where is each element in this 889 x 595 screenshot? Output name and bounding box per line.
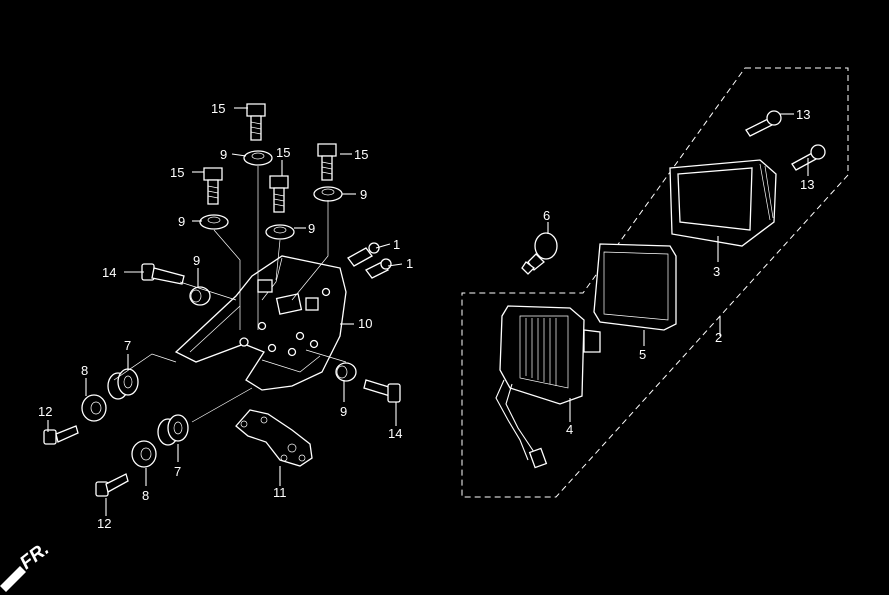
screw-13-upper (745, 110, 782, 137)
callout-15: 15 (354, 147, 368, 162)
callout-12: 12 (38, 404, 52, 419)
callout-9: 9 (360, 187, 367, 202)
callout-7: 7 (174, 464, 181, 479)
collar-9-d (265, 224, 295, 240)
callout-10: 10 (358, 316, 372, 331)
callout-12: 12 (97, 516, 111, 531)
callout-11: 11 (273, 485, 287, 500)
collar-9-e (189, 286, 211, 306)
lamp-assembly-boundary (461, 67, 849, 498)
bolt-14-left (141, 263, 185, 285)
arrow-icon (0, 566, 26, 592)
callout-1: 1 (406, 256, 413, 271)
bolt-15-mid (269, 175, 289, 213)
bolt-15-right (317, 143, 337, 181)
license-plate-bracket (235, 409, 313, 467)
callout-7: 7 (124, 338, 131, 353)
collar-9-a (243, 150, 273, 166)
callout-14: 14 (388, 426, 402, 441)
callout-9: 9 (308, 221, 315, 236)
leader-lines (47, 107, 809, 516)
lamp-unit-4 (495, 305, 601, 469)
screw-13-lower (791, 144, 826, 171)
callout-14: 14 (102, 265, 116, 280)
callout-3: 3 (713, 264, 720, 279)
mounting-bracket (174, 255, 347, 391)
callout-1: 1 (393, 237, 400, 252)
callout-2: 2 (715, 330, 722, 345)
callout-15: 15 (170, 165, 184, 180)
callout-8: 8 (142, 488, 149, 503)
callout-9: 9 (340, 404, 347, 419)
connector-1-upper (347, 242, 380, 267)
front-direction-marker: FR. (0, 539, 53, 592)
callout-8: 8 (81, 363, 88, 378)
bolt-12-upper (43, 425, 79, 445)
callout-5: 5 (639, 347, 646, 362)
callout-9: 9 (220, 147, 227, 162)
connector-1-lower (365, 258, 392, 279)
grommet-7-lower (157, 414, 189, 446)
callout-9: 9 (178, 214, 185, 229)
lens-cover-3 (669, 159, 777, 247)
washer-8-lower (131, 440, 157, 468)
callout-13: 13 (796, 107, 810, 122)
bolt-12-lower (95, 473, 129, 497)
grommet-7-upper (107, 368, 139, 400)
washer-8-upper (81, 394, 107, 422)
gasket-5 (593, 243, 677, 331)
collar-9-f (335, 362, 357, 382)
collar-9-c (199, 214, 229, 230)
callout-labels: 15 9 15 15 15 9 9 9 9 14 1 1 10 7 8 9 14… (38, 101, 814, 531)
callout-6: 6 (543, 208, 550, 223)
bolt-15-top (246, 103, 266, 141)
collar-9-b (313, 186, 343, 202)
bulb-6 (521, 232, 558, 275)
callout-4: 4 (566, 422, 573, 437)
callout-15: 15 (211, 101, 225, 116)
callout-13: 13 (800, 177, 814, 192)
callout-9: 9 (193, 253, 200, 268)
bolt-15-mid-left (203, 167, 223, 205)
bolt-14-right (363, 379, 401, 403)
callout-15: 15 (276, 145, 290, 160)
